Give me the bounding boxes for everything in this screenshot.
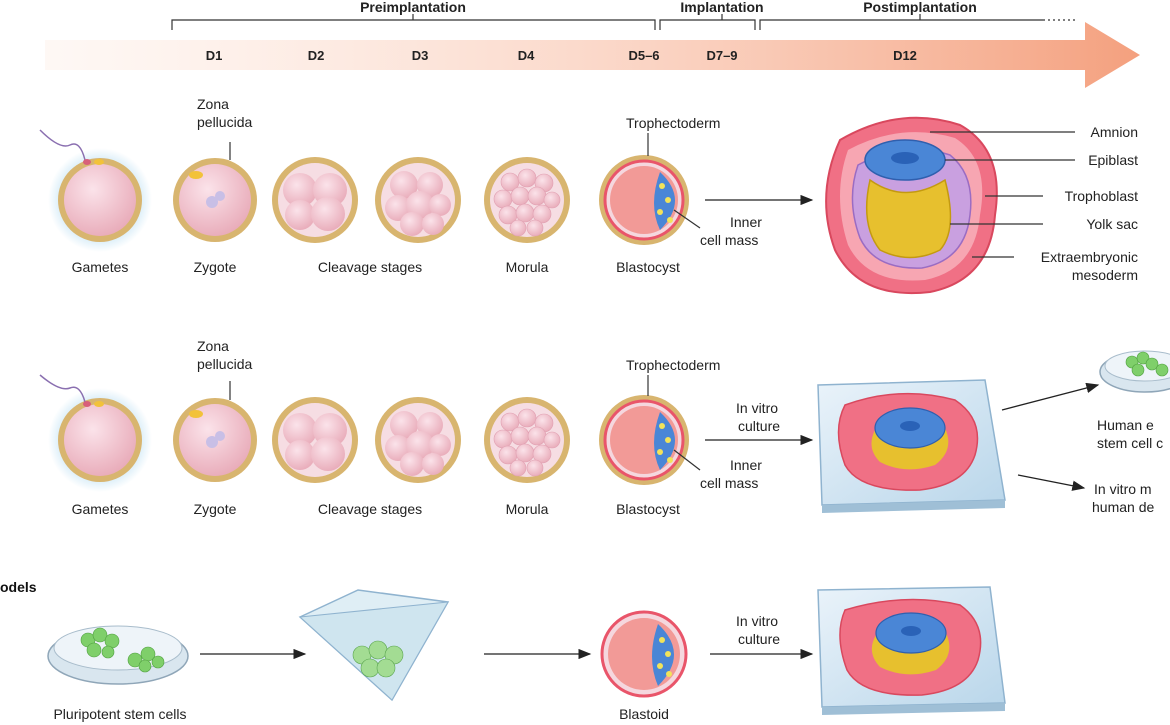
row3-psc-dish <box>47 625 189 685</box>
row1-cleavage-label: Cleavage stages <box>318 259 422 275</box>
row3-psc-label: Pluripotent stem cells <box>53 706 186 722</box>
row3-ivc-label-line1: In vitro <box>736 613 778 629</box>
phase-label-preimplantation: Preimplantation <box>360 0 466 15</box>
row2-icm-label-line2: cell mass <box>700 475 758 491</box>
row2-hesc-dish <box>1099 350 1170 393</box>
row1-cleavage-2cell <box>272 157 358 243</box>
row2-icm-leader <box>673 449 701 471</box>
row1-morula-label: Morula <box>506 259 549 275</box>
row1-icm-label-line2: cell mass <box>700 232 758 248</box>
row1-amnion-label: Amnion <box>1091 124 1138 140</box>
postimplantation-bracket <box>759 14 1045 30</box>
row2-zygote <box>173 398 257 482</box>
row2-icm-label-line1: Inner <box>730 457 762 473</box>
row1-gametes <box>39 129 152 252</box>
row2-cultured-embryo <box>817 379 1006 513</box>
row1-gametes-label: Gametes <box>72 259 129 275</box>
row1-blastocyst <box>599 155 689 245</box>
row2-cleavage-label: Cleavage stages <box>318 501 422 517</box>
row1-implanted-embryo <box>825 116 998 294</box>
row3-blastoid-label: Blastoid <box>619 706 669 722</box>
day-label-d5-6: D5–6 <box>628 48 659 63</box>
row1-exm-label-line2: mesoderm <box>1072 267 1138 283</box>
phase-label-postimplantation: Postimplantation <box>863 0 977 15</box>
row1-blastocyst-label: Blastocyst <box>616 259 680 275</box>
row2-morula <box>484 397 570 483</box>
row1-icm-label-line1: Inner <box>730 214 762 230</box>
row2-trophectoderm-label: Trophectoderm <box>626 357 720 373</box>
day-label-d12: D12 <box>893 48 917 63</box>
row2-zona-label-line2: pellucida <box>197 356 252 372</box>
row1-icm-leader <box>673 209 701 229</box>
row3-blastoid <box>600 610 688 698</box>
row2-gametes-label: Gametes <box>72 501 129 517</box>
row2-zona-label-line1: Zona <box>197 338 229 354</box>
row3-microwell <box>298 589 450 702</box>
row2-ivm-label-line1: In vitro m <box>1094 481 1152 497</box>
day-label-d3: D3 <box>412 48 429 63</box>
row1-epiblast-label: Epiblast <box>1088 152 1138 168</box>
row3-section-title: odels <box>0 579 37 595</box>
row1-exm-label-line1: Extraembryonic <box>1041 249 1138 265</box>
implantation-bracket <box>659 14 756 30</box>
row2-hesc-label-line2: stem cell c <box>1097 435 1163 451</box>
day-label-d2: D2 <box>308 48 325 63</box>
row2-blastocyst-label: Blastocyst <box>616 501 680 517</box>
row1-yolksac-label: Yolk sac <box>1086 216 1138 232</box>
row2-blastocyst <box>599 395 689 485</box>
row2-arrow-to-ivm <box>1017 474 1086 491</box>
row1-zygote-label: Zygote <box>194 259 237 275</box>
row1-trophoblast-label: Trophoblast <box>1065 188 1139 204</box>
preimplantation-bracket <box>171 14 656 30</box>
row2-hesc-label-line1: Human e <box>1097 417 1154 433</box>
row1-trophectoderm-label: Trophectoderm <box>626 115 720 131</box>
row2-zygote-label: Zygote <box>194 501 237 517</box>
row1-zygote <box>173 158 257 242</box>
day-label-d1: D1 <box>206 48 223 63</box>
row2-cleavage-2cell <box>272 397 358 483</box>
row1-zona-label-line1: Zona <box>197 96 229 112</box>
row2-morula-label: Morula <box>506 501 549 517</box>
row1-morula <box>484 157 570 243</box>
row2-arrow-to-hesc <box>1001 382 1100 411</box>
day-label-d4: D4 <box>518 48 535 63</box>
row3-cultured-blastoid <box>817 586 1006 715</box>
row2-ivc-label-line2: culture <box>738 418 780 434</box>
row2-ivm-label-line2: human de <box>1092 499 1154 515</box>
timeline-arrow <box>45 22 1140 88</box>
row2-ivc-label-line1: In vitro <box>736 400 778 416</box>
row1-cleavage-8cell <box>375 157 461 243</box>
row1-zona-label-line2: pellucida <box>197 114 252 130</box>
row3-ivc-label-line2: culture <box>738 631 780 647</box>
phase-label-implantation: Implantation <box>680 0 763 15</box>
row2-gametes <box>39 374 152 492</box>
row2-cleavage-8cell <box>375 397 461 483</box>
day-label-d7-9: D7–9 <box>706 48 737 63</box>
